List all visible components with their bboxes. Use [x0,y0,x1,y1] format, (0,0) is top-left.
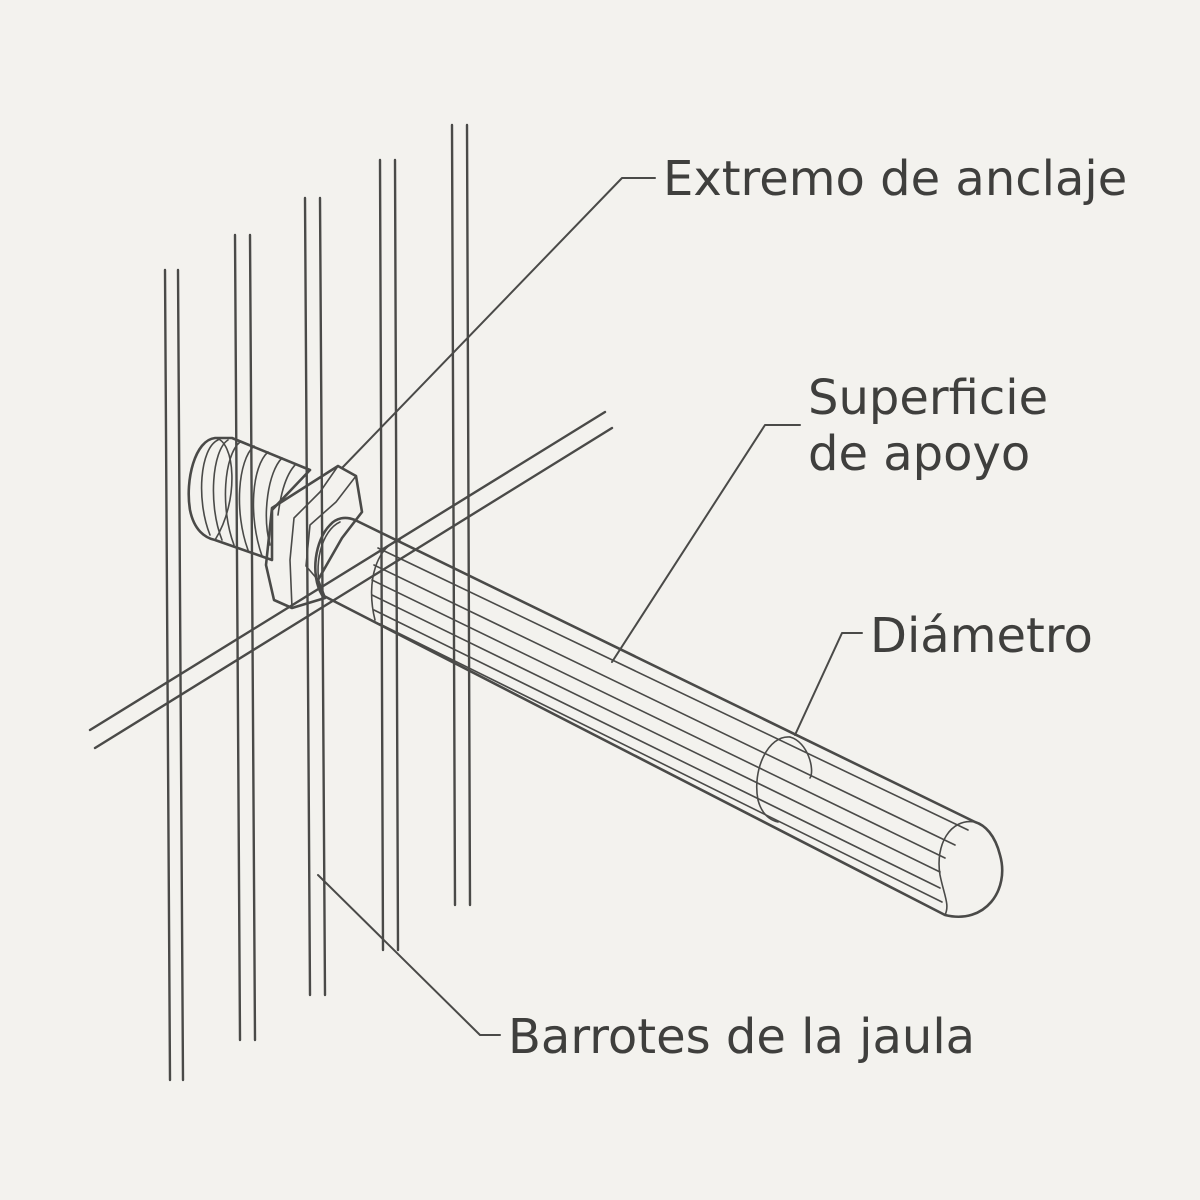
thread-ring [238,445,255,551]
cage-bar [163,268,172,1082]
leader-anchor-end [341,177,656,469]
label-diameter: Diámetro [870,608,1093,664]
groove-line [373,564,956,846]
groove-start [370,539,401,621]
thread-outline [187,436,312,562]
groove-line [379,623,943,903]
nut-facet [289,465,339,609]
leader-lines [317,177,863,1036]
diameter-ring-back [789,736,813,779]
perch-body [314,516,1004,918]
bearing-grooves [370,539,969,903]
thread-ring [212,439,229,541]
labels: Extremo de anclaje Superficie de apoyo D… [508,151,1127,1065]
groove-line [377,547,969,831]
perch-tip-cap [938,820,976,916]
groove-line [373,609,941,889]
cage-bar [233,233,242,1042]
thread-ring [265,457,283,546]
perch [187,436,1004,918]
cage-crossbar [88,410,607,732]
thread-ring [200,439,219,536]
cage-bar [465,123,472,907]
groove-line [371,594,941,873]
leader-cage-bars [317,874,501,1036]
thread-end-face [214,437,233,541]
label-bearing-surface-line2: de apoyo [808,426,1030,482]
cage-crossbar [93,426,614,750]
label-bearing-surface-line1: Superficie [808,370,1048,426]
nut-facet [305,475,357,581]
thread-ring [252,451,269,557]
leader-bearing-surface [611,424,801,663]
thread-ring [277,463,297,516]
diameter-ring [756,736,791,823]
label-cage-bars: Barrotes de la jaula [508,1009,975,1065]
cage-bar [450,123,457,907]
label-anchor-end: Extremo de anclaje [663,151,1127,207]
cage-bar [393,158,400,952]
threaded-end [187,436,312,562]
thread-ring [224,441,241,546]
cage-bar [248,233,257,1042]
groove-line [371,579,946,859]
leader-diameter [794,632,863,736]
